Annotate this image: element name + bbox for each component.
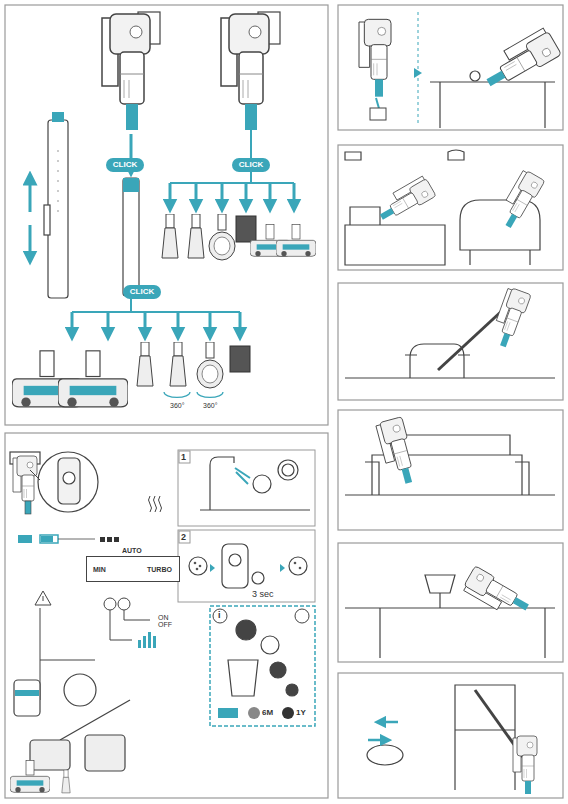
mode-label: TURBO — [147, 566, 172, 573]
mode-label: MIN — [93, 566, 106, 573]
click-bubble: CLICK — [232, 158, 270, 172]
mode-panel: AUTOMINTURBO — [86, 556, 180, 582]
label-text: 6M — [262, 709, 273, 717]
label-text: 2 — [181, 533, 186, 542]
label-text: 3 sec — [252, 590, 274, 599]
label-text: 360° — [203, 402, 217, 409]
click-bubble: CLICK — [106, 158, 144, 172]
click-bubble: CLICK — [123, 285, 161, 299]
mode-label: AUTO — [122, 547, 142, 554]
label-text: ON OFF — [158, 614, 172, 629]
label-text: 360° — [170, 402, 184, 409]
click-label: CLICK — [106, 161, 144, 169]
label-text: 1 — [181, 453, 186, 462]
label-text: i — [218, 611, 221, 620]
click-label: CLICK — [123, 288, 161, 296]
click-label: CLICK — [232, 161, 270, 169]
label-text: 1Y — [296, 709, 306, 717]
